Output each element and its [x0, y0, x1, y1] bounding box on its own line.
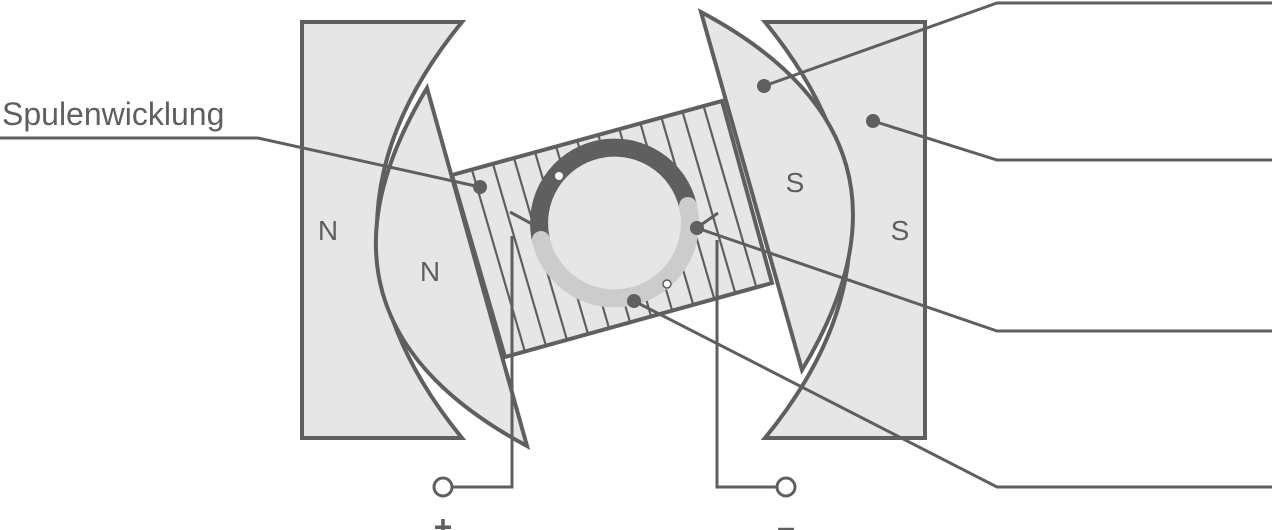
- leader-coil-winding: [0, 136, 481, 189]
- wire-plus: [452, 236, 514, 489]
- coil-winding-label: Spulenwicklung: [2, 96, 224, 132]
- stator-south-label: S: [891, 215, 910, 246]
- leader-dot-brush: [690, 221, 704, 235]
- rotor-north-label: N: [420, 256, 440, 287]
- plus-label: +: [434, 509, 453, 530]
- leader-dot-stator-south: [866, 114, 880, 128]
- leader-dot-rotor-south: [757, 79, 771, 93]
- rotor-pole-south: [697, 8, 855, 375]
- minus-label: –: [777, 509, 795, 530]
- terminal-plus: [432, 476, 454, 498]
- rotor-south-label: S: [786, 167, 805, 198]
- leader-commutator: [633, 299, 1272, 489]
- leader-brush: [696, 226, 1272, 333]
- leader-rotor-pole-south: [763, 1, 1272, 88]
- stator-north-label: N: [318, 215, 338, 246]
- leader-dot-coil: [473, 180, 487, 194]
- leader-dot-commutator: [627, 294, 641, 308]
- wire-minus: [715, 240, 777, 489]
- brush-left: [509, 210, 533, 226]
- rotor-pole-north: [373, 83, 531, 450]
- leader-stator-south: [872, 119, 1272, 162]
- terminal-minus: [775, 476, 797, 498]
- commutator: [530, 138, 699, 308]
